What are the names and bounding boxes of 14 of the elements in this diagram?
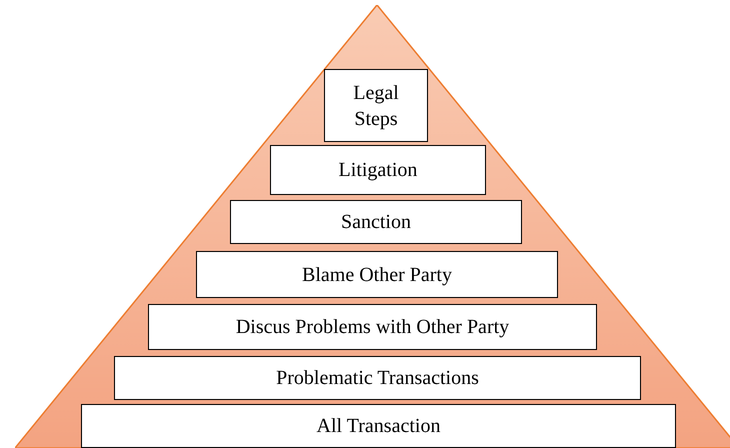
level-box [230,200,522,244]
level-box [196,251,558,298]
level-label: Discus Problems with Other Party [234,315,510,340]
level-label: Litigation [338,158,418,183]
level-label: Legal Steps [352,80,400,132]
level-box [148,304,597,350]
level-box [114,356,641,400]
level-box [270,145,486,195]
level-box [324,69,428,142]
level-label: Problematic Transactions [275,366,480,391]
level-box [81,404,676,448]
level-label: Blame Other Party [301,262,453,288]
level-label: All Transaction [316,414,442,439]
level-label: Sanction [340,210,412,235]
